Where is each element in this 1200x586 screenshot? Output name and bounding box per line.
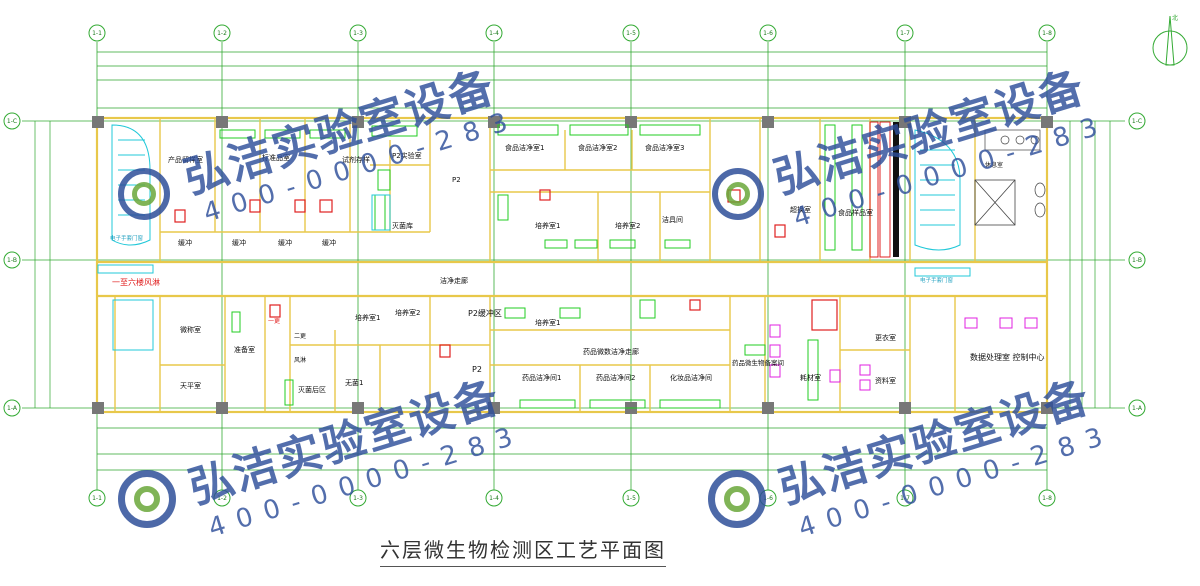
room-label: P2: [452, 176, 461, 184]
room-label: 超换室: [790, 205, 811, 214]
lab-benches: [219, 124, 863, 409]
grid-label: 1-C: [1132, 118, 1142, 125]
grid-label: 1-3: [353, 495, 363, 502]
room-label: 洁具间: [662, 215, 683, 224]
page-title: 六层微生物检测区工艺平面图: [380, 534, 666, 567]
room-label: 资料室: [875, 376, 896, 385]
watermark-logo-icon: [708, 470, 766, 528]
room-label: 灭菌后区: [298, 385, 326, 394]
room-label: 耗材室: [800, 373, 821, 382]
grid-label: 1-8: [1042, 495, 1052, 502]
room-label: 一至六楼风淋: [112, 277, 160, 287]
room-label: 药品洁净间1: [522, 373, 561, 382]
elevator: [974, 179, 1016, 226]
room-label: 培养室1: [535, 221, 560, 230]
room-label: 培养室1: [535, 318, 560, 327]
grid-label: 1-2: [217, 495, 227, 502]
room-label: 食品洁净室2: [578, 143, 617, 152]
room-label: 无菌1: [345, 378, 363, 387]
room-label: 试剂存样: [342, 155, 370, 164]
north-arrow-icon: 北: [1152, 14, 1188, 66]
room-label: 更衣室: [875, 333, 896, 342]
grid-label: 1-2: [217, 30, 227, 37]
grid-label: 1-7: [900, 495, 910, 502]
grid-labels: 1-1 1-2 1-3 1-4 1-5 1-6 1-7 1-8 1-1 1-2 …: [7, 30, 1143, 502]
room-label: 产品留样室: [168, 155, 203, 164]
grid-label: 1-A: [1132, 405, 1143, 412]
room-label: 二更: [294, 333, 306, 340]
grid-label: 1-B: [7, 257, 17, 264]
room-label: 风淋: [294, 356, 306, 364]
room-label: 食品洁净室3: [645, 143, 684, 152]
grid-label: 1-5: [626, 495, 636, 502]
room-label: 药品微数洁净走廊: [583, 347, 639, 356]
room-label: 培养室1: [355, 313, 380, 322]
magenta-storage: [769, 317, 1038, 391]
grid-label: 1-3: [353, 30, 363, 37]
dimension-lines: [34, 51, 1111, 471]
room-label: 一更: [268, 318, 280, 325]
grid-label: 1-7: [900, 30, 910, 37]
structural-columns: [92, 116, 1053, 414]
air-shaft: [869, 121, 899, 258]
room-label: 灭菌库: [392, 221, 413, 230]
grid-label: 1-1: [92, 495, 102, 502]
toilet-fixtures: [984, 129, 1046, 218]
grid-label: 1-B: [1132, 257, 1142, 264]
grid-label: 1-4: [489, 30, 499, 37]
room-label: 缓冲: [278, 238, 292, 247]
watermark-logo-icon: [118, 470, 176, 528]
room-label: 微称室: [180, 325, 201, 334]
room-label: 缓冲: [178, 238, 192, 247]
grid-label: 1-4: [489, 495, 499, 502]
room-label: 缓冲: [322, 238, 336, 247]
room-label: 培养室2: [395, 308, 420, 317]
watermark-logo-icon: [712, 168, 764, 220]
room-label: 食品样品室: [838, 208, 873, 217]
room-label: 准备室: [234, 345, 255, 354]
grid-label: 1-8: [1042, 30, 1052, 37]
grid-bubbles: [3, 24, 1146, 507]
room-label: 天平室: [180, 381, 201, 390]
grid-label: 1-1: [92, 30, 102, 37]
room-label: 标准品室: [262, 153, 290, 162]
grid-label: 1-C: [7, 118, 17, 125]
room-label: 食品洁净室1: [505, 143, 544, 152]
room-labels: 产品留样室 标准品室 试剂存样 P2实验室 P2 灭菌库 食品洁净室1 食品洁净…: [110, 143, 1045, 394]
room-label: 药品洁净间2: [596, 373, 635, 382]
svg-text:北: 北: [1172, 14, 1178, 22]
stairwell-right: [914, 129, 961, 251]
pass-windows: [97, 194, 971, 351]
outer-walls: [95, 116, 1049, 414]
room-label: 培养室2: [615, 221, 640, 230]
room-label: 药品微生物备案间: [732, 358, 784, 367]
room-label: 休息室: [985, 161, 1003, 169]
room-label: 化妆品洁净间: [670, 373, 712, 382]
grid-label: 1-6: [763, 30, 773, 37]
grid-label: 1-6: [763, 495, 773, 502]
room-label: 电子手套门窗: [920, 276, 954, 284]
grid-label: 1-5: [626, 30, 636, 37]
room-label: 缓冲: [232, 238, 246, 247]
room-label: 电子手套门窗: [110, 234, 144, 242]
room-label: P2实验室: [392, 151, 422, 160]
room-label: 洁净走廊: [440, 276, 468, 285]
room-label: 数据处理室 控制中心: [970, 352, 1045, 362]
watermark-logo-icon: [118, 168, 170, 220]
room-label: P2缓冲区: [468, 308, 502, 318]
room-label: P2: [472, 365, 482, 374]
grid-label: 1-A: [7, 405, 18, 412]
partitions: [114, 118, 976, 412]
